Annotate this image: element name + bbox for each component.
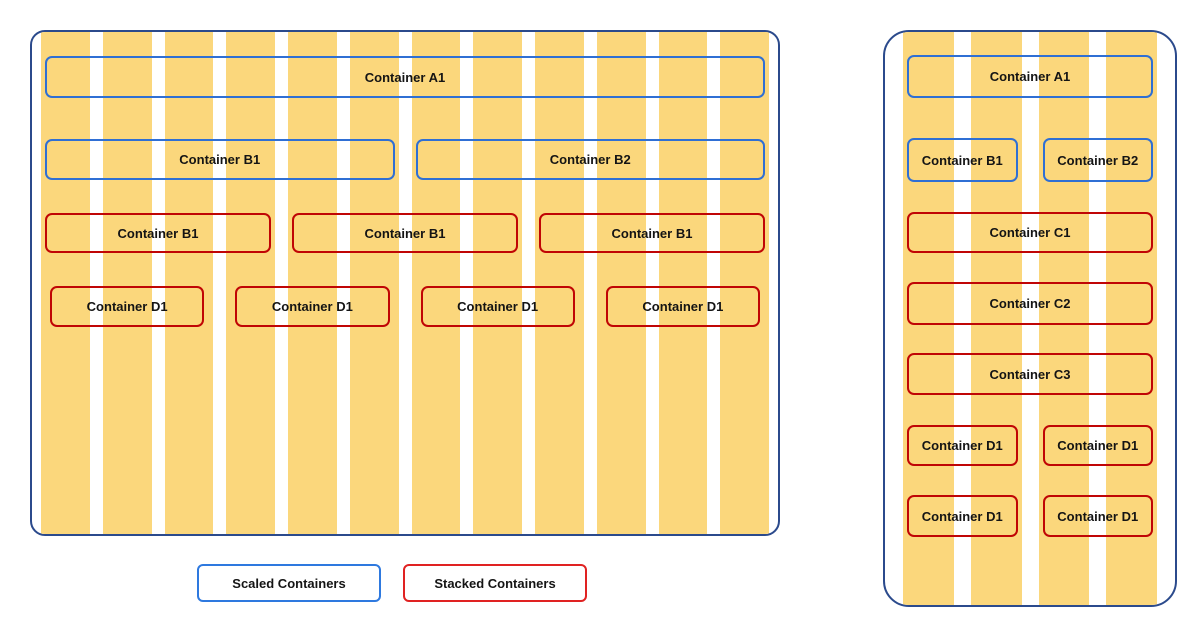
container-box-stacked: Container D1 xyxy=(1042,425,1153,466)
legend-scaled-label: Scaled Containers xyxy=(232,575,346,591)
container-box-scaled: Container A1 xyxy=(45,56,765,98)
legend-stacked-containers: Stacked Containers xyxy=(403,564,587,602)
narrow-layout-panel: Container A1 Container B1 Container B2 Cont… xyxy=(883,30,1177,607)
container-box-scaled: Container B2 xyxy=(1042,138,1153,182)
container-grid: Container A1 Container B1 Container B2 Cont… xyxy=(903,32,1157,605)
container-box-stacked: Container B1 xyxy=(292,213,518,253)
grid-column-stripe xyxy=(226,32,275,534)
container-box-stacked: Container C2 xyxy=(907,282,1153,325)
grid-column-stripes xyxy=(41,32,769,534)
wide-layout-panel: Container A1 Container B1 Container B2 Cont… xyxy=(30,30,780,536)
container-box-stacked: Container C1 xyxy=(907,212,1153,253)
grid-column-stripe xyxy=(970,32,1022,605)
container-box-scaled: Container B2 xyxy=(415,139,765,180)
container-box-stacked: Container D1 xyxy=(235,286,390,327)
container-box-stacked: Container D1 xyxy=(50,286,205,327)
container-box-stacked: Container D1 xyxy=(907,425,1018,466)
container-box-stacked: Container D1 xyxy=(605,286,760,327)
container-box-stacked: Container D1 xyxy=(1042,495,1153,537)
container-box-stacked: Container B1 xyxy=(45,213,271,253)
grid-column-stripe xyxy=(473,32,522,534)
container-box-scaled: Container A1 xyxy=(907,55,1153,98)
grid-column-stripe xyxy=(411,32,461,534)
grid-column-stripe xyxy=(535,32,584,534)
grid-column-stripe xyxy=(288,32,337,534)
container-box-stacked: Container D1 xyxy=(907,495,1018,537)
legend-scaled-containers: Scaled Containers xyxy=(197,564,381,602)
grid-column-stripe xyxy=(102,32,152,534)
grid-column-stripe xyxy=(720,32,769,534)
container-box-scaled: Container B1 xyxy=(45,139,395,180)
grid-column-stripe xyxy=(164,32,214,534)
grid-column-stripe xyxy=(596,32,646,534)
container-box-stacked: Container C3 xyxy=(907,353,1153,395)
grid-column-stripe xyxy=(658,32,708,534)
container-box-scaled: Container B1 xyxy=(907,138,1018,182)
grid-column-stripe xyxy=(349,32,399,534)
container-box-stacked: Container B1 xyxy=(539,213,765,253)
legend-stacked-label: Stacked Containers xyxy=(434,575,556,591)
container-box-stacked: Container D1 xyxy=(420,286,575,327)
grid-column-stripe xyxy=(1038,32,1090,605)
grid-column-stripe xyxy=(41,32,90,534)
container-grid: Container A1 Container B1 Container B2 Cont… xyxy=(41,32,769,534)
